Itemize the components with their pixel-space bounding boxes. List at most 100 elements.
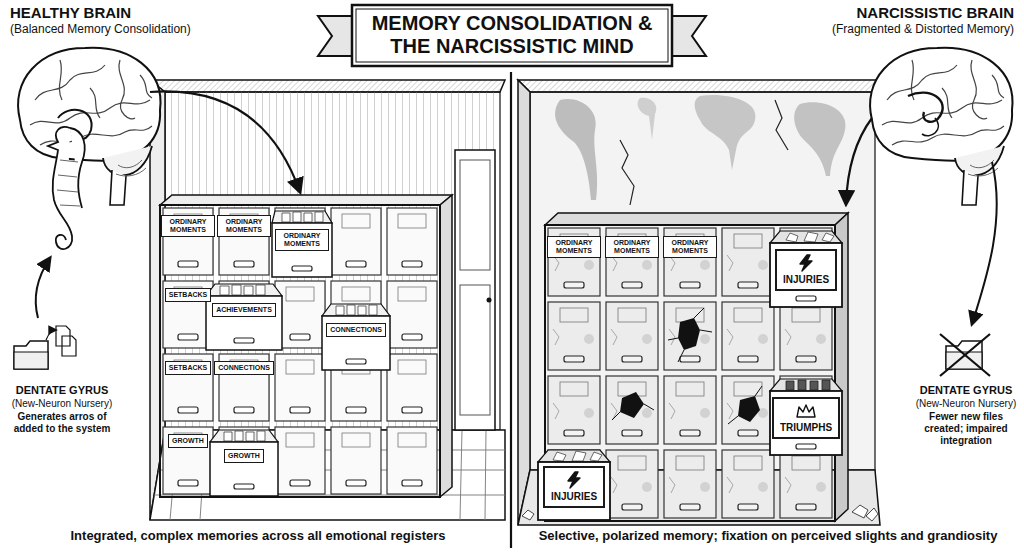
broken-hole — [678, 318, 700, 350]
shrunken-hippocampus — [908, 93, 943, 122]
drawer-label: SETBACKS — [165, 361, 212, 375]
drawer-label-text: ORDINARY MOMENTS — [667, 239, 713, 255]
panel-subheading: (Balanced Memory Consolidation) — [10, 22, 191, 36]
drawer-label-text: ORDINARY MOMENTS — [279, 232, 325, 248]
ceiling-trim — [150, 80, 505, 92]
drawer-handle — [346, 359, 366, 364]
new-files — [56, 326, 76, 356]
panel-caption: Integrated, complex memories across all … — [71, 528, 446, 544]
crumpled-papers — [553, 451, 602, 461]
file-tabs — [224, 431, 265, 441]
drawer-label-text: CONNECTIONS — [330, 326, 382, 334]
file-tabs — [786, 380, 830, 390]
drawer-top — [322, 304, 390, 316]
drawer-top — [210, 430, 278, 442]
drawer-label-text: ORDINARY MOMENTS — [609, 239, 655, 255]
brain — [18, 48, 160, 205]
panel-subheading: (Fragmented & Distorted Memory) — [832, 22, 1014, 36]
door-panel — [460, 285, 490, 415]
title-text: MEMORY CONSOLIDATION & THE NARCISSISTIC … — [366, 12, 658, 58]
healthy-brain — [18, 48, 300, 318]
drawer-top — [272, 211, 332, 223]
drawer-top — [770, 231, 842, 243]
wall-stain — [555, 99, 597, 200]
panel-caption: Selective, polarized memory; fixation on… — [539, 528, 998, 544]
drawer-label-text: INJURIES — [551, 491, 597, 503]
crossed-folder-icon — [940, 334, 990, 376]
folder-icon — [14, 326, 76, 369]
drawer-label-text: GROWTH — [172, 437, 204, 445]
consolidation-arrow — [150, 91, 300, 192]
drawer-label: ORDINARY MOMENTS — [547, 236, 601, 258]
open-drawer — [322, 316, 390, 370]
drawer-label-text: ORDINARY MOMENTS — [221, 218, 267, 234]
wall-drip — [638, 98, 657, 140]
ribbon-tail — [672, 16, 706, 56]
brain — [870, 48, 1012, 205]
drawer-label-text: SETBACKS — [169, 291, 208, 299]
file-tabs — [336, 305, 377, 315]
drawer-handle — [234, 338, 254, 343]
panel-divider — [510, 72, 512, 548]
open-drawer — [538, 462, 610, 520]
drawer-handle — [234, 484, 254, 489]
floor-debris — [522, 510, 534, 520]
drawer-label: CONNECTIONS — [326, 323, 386, 337]
broken-hole — [620, 392, 644, 418]
drawer-label: CONNECTIONS — [214, 361, 274, 375]
seahorse-ridges — [57, 160, 80, 206]
cross-line — [940, 334, 990, 376]
drawer-sign: INJURIES — [775, 249, 837, 291]
new-neuron-arrow — [36, 258, 50, 318]
drawer-top — [206, 284, 282, 296]
drawer-handle — [796, 296, 816, 301]
door-knob — [487, 298, 492, 303]
region-name: DENTATE GYRUS — [920, 384, 1013, 397]
seahorse-hippocampus — [48, 127, 85, 249]
drawer-label: ORDINARY MOMENTS — [275, 229, 329, 251]
injury-icon — [795, 254, 817, 272]
hole-crack — [668, 308, 712, 362]
drawer-sign: TRIUMPHS — [772, 397, 840, 439]
drawer-label: ORDINARY MOMENTS — [161, 215, 215, 237]
drawer-label: SETBACKS — [165, 288, 212, 302]
crown-icon — [795, 402, 817, 420]
small-arrow — [46, 330, 56, 340]
hole-crack — [612, 404, 654, 420]
title-banner-inner — [356, 9, 668, 62]
open-drawer — [770, 243, 842, 307]
drawer-handle — [796, 444, 816, 449]
drawer-label: ORDINARY MOMENTS — [663, 236, 717, 258]
shrunken-hippocampus — [922, 118, 938, 136]
drawer-label-text: ORDINARY MOMENTS — [551, 239, 597, 255]
wall-crack — [620, 140, 634, 205]
panel-heading: NARCISSISTIC BRAIN — [856, 4, 1014, 22]
title-banner — [352, 5, 672, 66]
cabinet-side — [440, 195, 452, 497]
open-drawer — [272, 223, 332, 277]
floor-debris — [852, 505, 878, 521]
drawer-label: GROWTH — [168, 434, 208, 448]
side-wall — [518, 80, 530, 525]
panel-heading: HEALTHY BRAIN — [10, 4, 131, 22]
drawer-sign: INJURIES — [543, 466, 605, 508]
drawer-top — [770, 379, 842, 391]
folder — [14, 341, 48, 369]
icon-shape — [797, 405, 815, 417]
filing-cabinet — [160, 205, 440, 497]
drawer-top — [538, 450, 610, 462]
open-drawer — [210, 442, 278, 496]
drawer-label: ORDINARY MOMENTS — [605, 236, 659, 258]
open-drawer — [770, 391, 842, 455]
wall-stain — [695, 95, 756, 170]
cross-line — [940, 334, 990, 376]
door-panel — [460, 160, 490, 270]
drawer-label-text: INJURIES — [783, 274, 829, 286]
file-tabs — [282, 212, 323, 222]
region-subtitle: (New-Neuron Nursery) — [12, 398, 113, 410]
wall-stain — [794, 102, 845, 176]
file-tabs — [220, 285, 265, 295]
drawer-label-text: CONNECTIONS — [218, 364, 270, 372]
drawer-label-text: ORDINARY MOMENTS — [165, 218, 211, 234]
region-subtitle: (New-Neuron Nursery) — [916, 398, 1017, 410]
